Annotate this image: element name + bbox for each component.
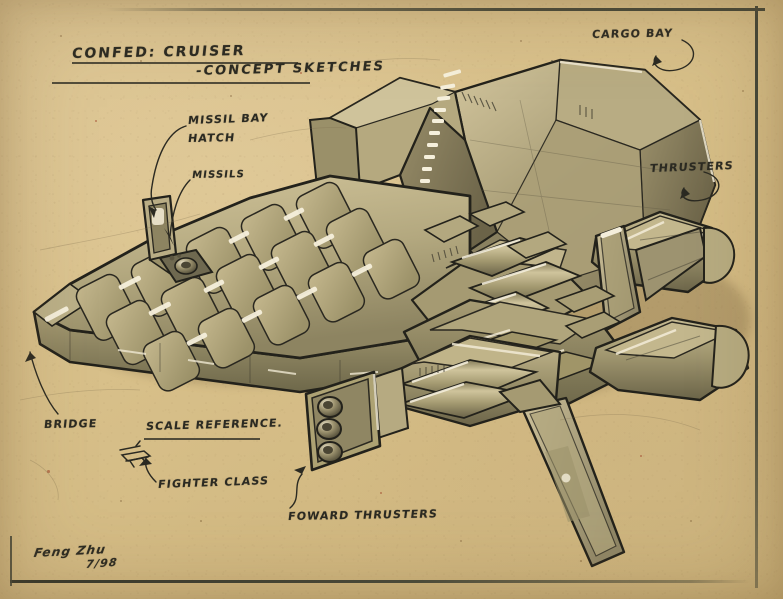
artwork-date: 7/98 (85, 555, 119, 571)
title-line-1: CONFED: CRUISER (71, 42, 247, 62)
hull-panel-grid (75, 181, 421, 392)
forward-thrusters-arrow-line (289, 473, 303, 509)
fighter-scale-reference-sketch (119, 440, 152, 468)
label-forward-thrusters: FOWARD THRUSTERS (287, 507, 439, 523)
label-hatch: HATCH (187, 131, 237, 145)
thrusters-arrow-head (680, 188, 690, 199)
cargo-bay-arrow-line (653, 39, 694, 72)
label-missils: MISSILS (191, 169, 246, 181)
ventral-tail-fin (498, 378, 626, 568)
label-cargo-bay: CARGO BAY (591, 26, 674, 41)
hull-greebles-aft (554, 285, 622, 339)
label-bridge: BRIDGE (43, 417, 99, 431)
panel-tick-marks (461, 60, 593, 119)
frame-border-top (105, 8, 765, 11)
missil-bay-arrow-head (148, 206, 156, 218)
rear-engine-nacelles (588, 210, 750, 402)
edge-highlights-tower (559, 60, 716, 183)
thruster-nozzles (316, 396, 343, 463)
missils-arrow-line (169, 179, 191, 237)
forward-thrusters-arrow-head (294, 466, 306, 474)
title-underline-2 (52, 82, 310, 84)
bridge-arrow-head (25, 352, 36, 362)
main-hull-forward-slab (32, 174, 472, 394)
scale-reference-underline (144, 438, 260, 440)
missil-bay-arrow-line (150, 125, 187, 211)
forward-thruster-pod (304, 334, 562, 472)
frame-border-bottom (10, 580, 750, 583)
stray-construction-lines (19, 58, 701, 501)
annotation-arrows (25, 39, 720, 509)
title-underline-1 (72, 62, 298, 64)
bridge-arrow-line (29, 351, 59, 415)
missile-bay-hatch (141, 194, 214, 284)
cargo-bay-arrow-head (652, 56, 662, 66)
frame-border-right (755, 6, 758, 588)
frame-border-left (10, 536, 12, 586)
missils-arrow-head (164, 228, 174, 246)
